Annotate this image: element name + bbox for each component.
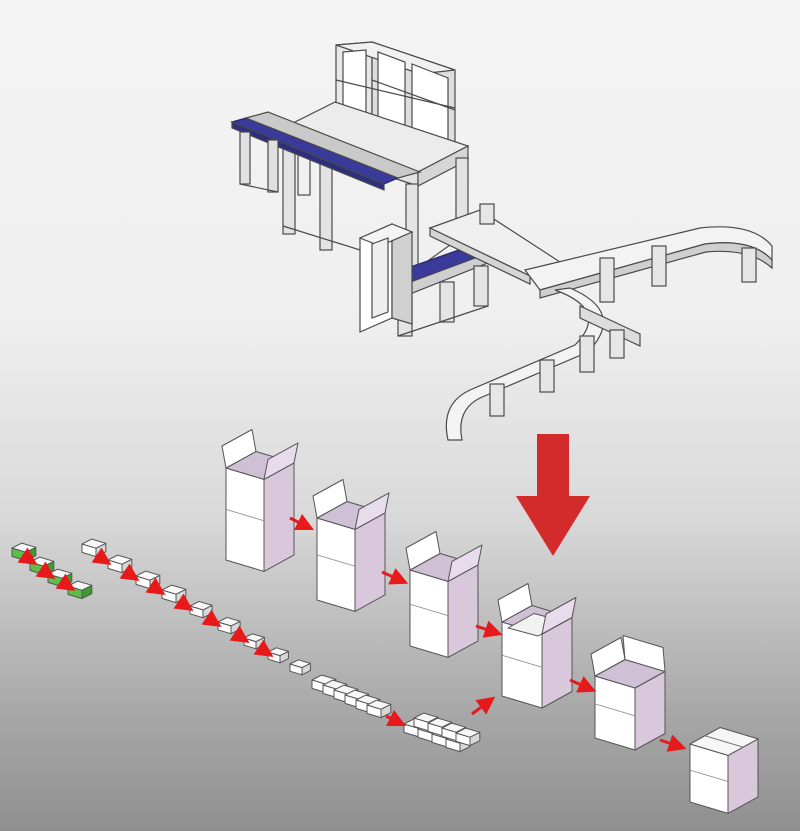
product-item-top xyxy=(189,600,213,611)
carton-step-5 xyxy=(590,635,666,751)
carton-flap-back xyxy=(312,479,348,519)
product-item-13 xyxy=(289,659,311,676)
product-block-unit-top xyxy=(427,717,453,728)
product-item-top xyxy=(107,554,133,565)
carton-band xyxy=(225,509,265,522)
carton-step-6 xyxy=(689,727,759,814)
left-roller-conveyor xyxy=(230,111,422,193)
product-block-unit-top xyxy=(441,722,467,733)
product-item-12 xyxy=(267,647,289,664)
control-cabinet xyxy=(358,223,414,333)
flow-arrow-icon xyxy=(91,547,112,565)
flow-arrow-icon xyxy=(119,563,140,581)
carton-band xyxy=(501,654,543,668)
flow-arrows xyxy=(17,513,687,752)
product-item-top xyxy=(81,538,107,549)
flow-arrow-icon xyxy=(201,609,222,627)
product-item-8 xyxy=(161,584,187,604)
flow-arrow-icon xyxy=(289,513,315,531)
transfer-conveyor xyxy=(428,203,562,285)
carton-band xyxy=(689,769,729,782)
product-row xyxy=(311,674,392,719)
product-item-3 xyxy=(47,568,73,588)
flow-arrow-icon xyxy=(381,568,409,585)
product-item-top xyxy=(289,659,311,669)
carton-sequence xyxy=(221,429,759,814)
carton-flap-side xyxy=(263,442,299,480)
carton-step-1 xyxy=(221,429,299,572)
carton-flap-side xyxy=(541,597,577,635)
carton-flap-back xyxy=(590,637,626,677)
product-item-top xyxy=(161,584,187,595)
flow-arrow-icon xyxy=(569,676,597,693)
carton-side-face xyxy=(263,462,295,572)
product-block xyxy=(403,712,481,753)
flow-arrow-icon xyxy=(17,547,38,565)
carton-band xyxy=(316,554,356,567)
flow-arrow-icon xyxy=(659,734,687,752)
product-item-2 xyxy=(29,556,55,576)
product-item-top xyxy=(217,616,241,627)
flow-arrow-icon xyxy=(173,593,194,611)
upper-tower-frame xyxy=(335,41,456,151)
curved-belt-conveyor xyxy=(445,226,773,441)
carton-side-face xyxy=(354,512,386,612)
product-item-7 xyxy=(135,570,161,590)
carton-flap-back xyxy=(405,531,441,571)
product-block-unit-top xyxy=(455,727,481,738)
carton-flap-side xyxy=(447,544,483,582)
carton-band xyxy=(409,603,449,616)
flow-arrow-icon xyxy=(229,625,250,643)
flow-arrow-icon xyxy=(55,573,76,591)
product-item-11 xyxy=(243,633,265,650)
carton-seam xyxy=(704,735,744,748)
flow-arrow-icon xyxy=(475,620,503,638)
product-item-10 xyxy=(217,616,241,635)
flow-arrow-icon xyxy=(253,639,274,657)
carton-band xyxy=(594,703,636,717)
product-item-6 xyxy=(107,554,133,574)
carton-front-face xyxy=(594,675,636,751)
carton-front-face xyxy=(689,743,729,814)
carton-flap-back xyxy=(221,429,257,469)
product-item-4 xyxy=(67,580,93,600)
product-row-unit-top xyxy=(366,699,392,710)
carton-flap-back xyxy=(497,583,533,623)
packing-machine-drawing xyxy=(230,41,773,441)
product-item-9 xyxy=(189,600,213,619)
product-item-1 xyxy=(11,542,37,562)
carton-step-3 xyxy=(405,531,483,658)
carton-front-face xyxy=(225,467,265,572)
carton-flap-closing xyxy=(622,635,666,672)
flow-arrow-icon xyxy=(145,577,166,595)
flow-arrow-icon xyxy=(385,709,407,727)
carton-flap-side xyxy=(354,492,390,530)
carton-step-2 xyxy=(312,479,390,612)
product-block-unit-top xyxy=(413,712,439,723)
flow-arrow-icon xyxy=(35,561,56,579)
flow-arrow-icon xyxy=(471,696,496,716)
carton-step-4 xyxy=(497,583,577,709)
product-item-5 xyxy=(81,538,107,558)
down-arrow-icon xyxy=(516,434,590,556)
